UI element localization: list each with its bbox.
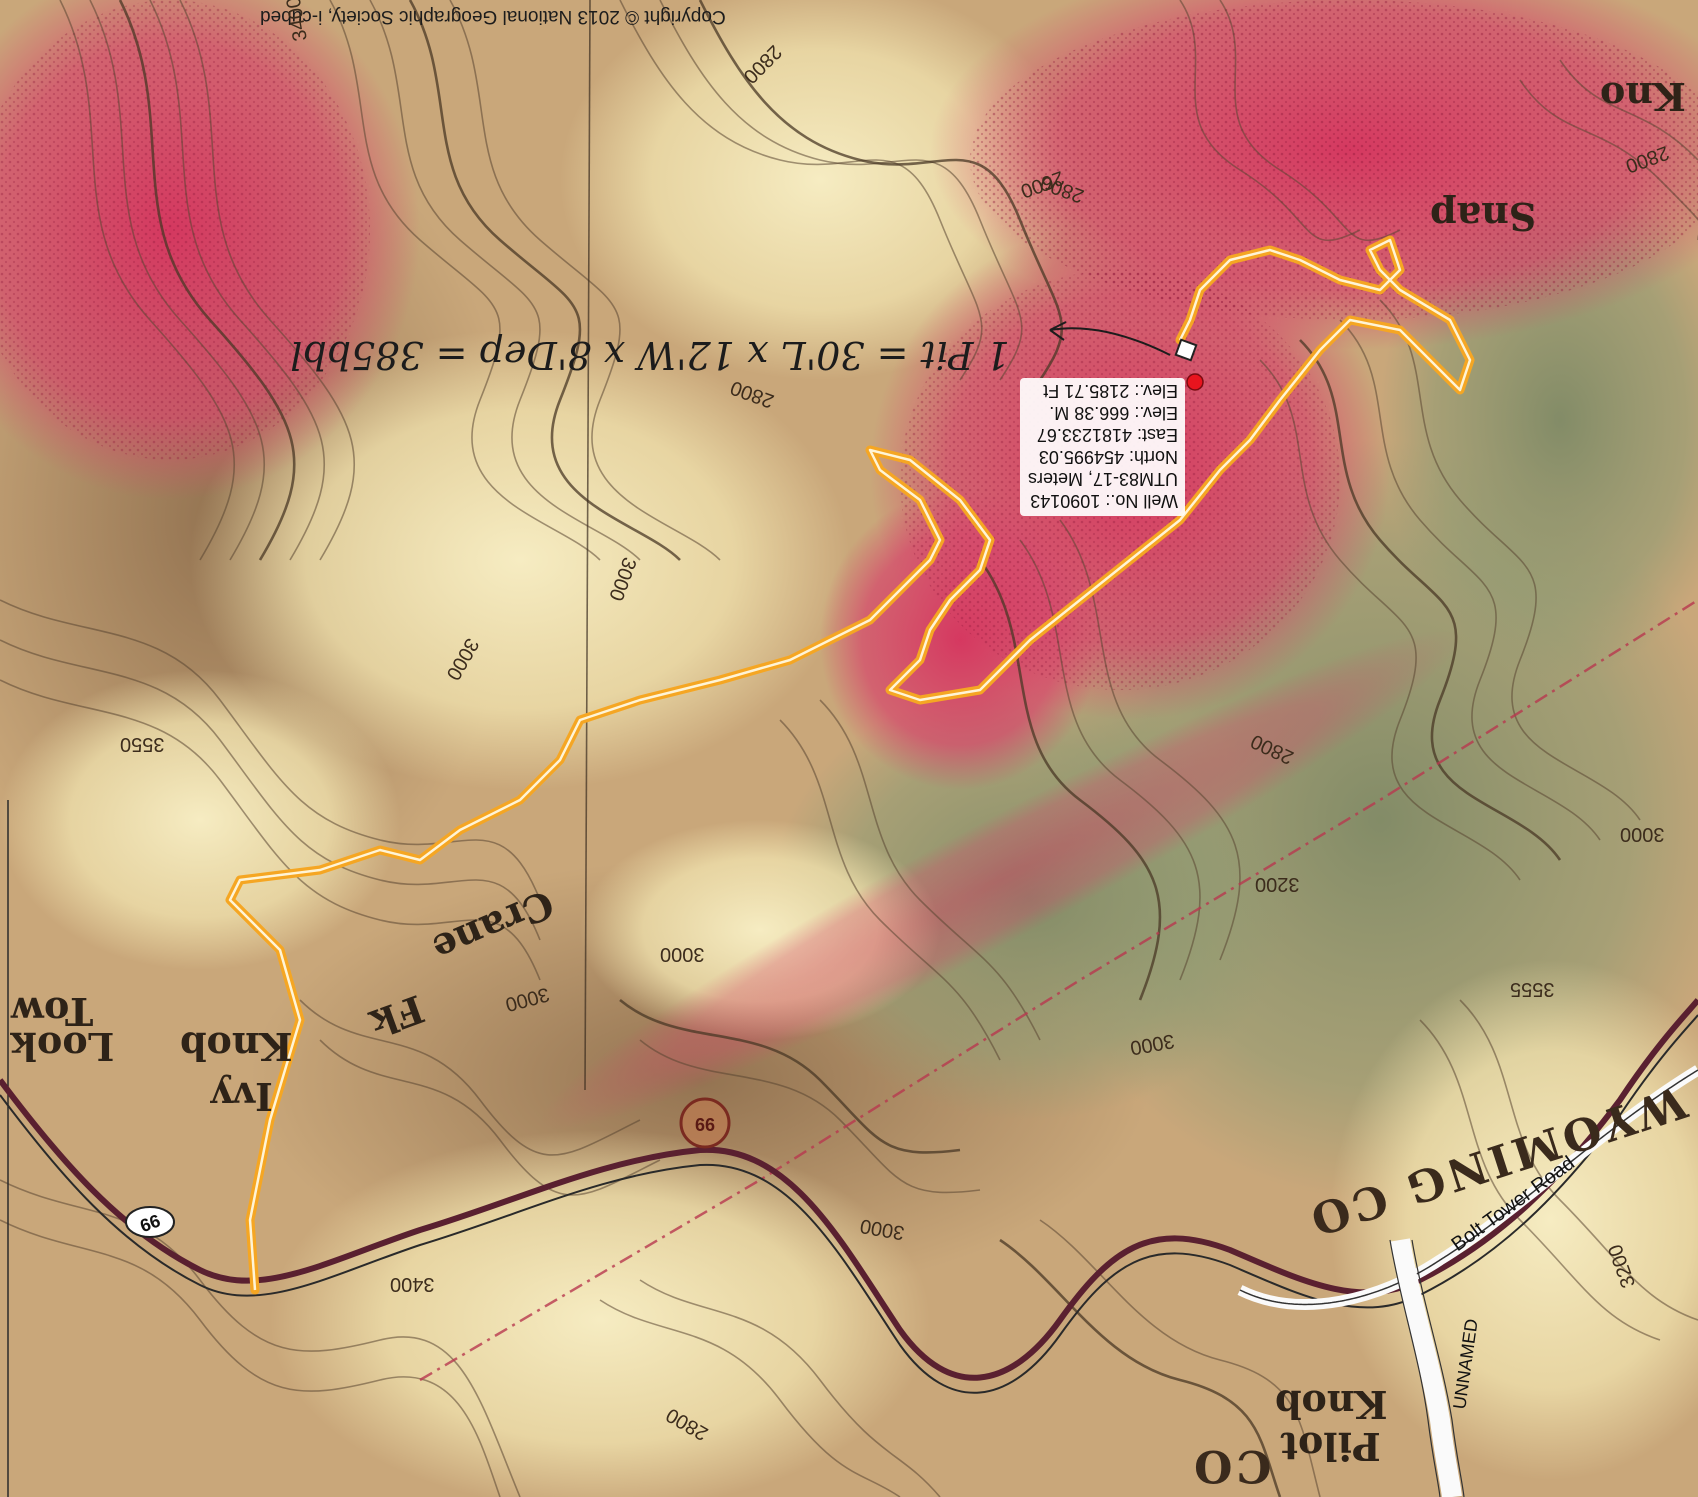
elev-m-text: Elev.: 666.38 M. <box>1049 403 1178 423</box>
ridge-cream-main <box>190 330 850 790</box>
route-99-shield-shape <box>125 1206 175 1238</box>
well-info-box <box>1020 378 1185 516</box>
highway-99-edge <box>0 1014 1698 1394</box>
contour-label: 3000 <box>660 943 705 965</box>
county-boundary <box>419 598 1698 1382</box>
contour-label: 3400 <box>390 1273 435 1295</box>
east-text: East: 4181233.67 <box>1037 425 1178 445</box>
route-99-circle[interactable]: 99 <box>679 1097 731 1149</box>
unnamed-road[interactable] <box>1390 1238 1462 1497</box>
place-ivy: Ivy <box>210 1074 273 1119</box>
contour-label: 3555 <box>1510 978 1555 1000</box>
ridge-cream-sw <box>270 1130 930 1497</box>
highway-99[interactable] <box>0 998 1698 1381</box>
place-tower: Tow <box>10 989 93 1034</box>
contour-label: 3200 <box>1255 873 1300 895</box>
grid-line-vertical <box>584 0 591 1091</box>
note-arrowhead <box>1049 321 1067 341</box>
copyright-text: Copyright © 2013 National Geographic Soc… <box>260 6 726 27</box>
elev-ft-text: Elev.: 2185.71 Ft <box>1043 381 1178 401</box>
place-snap: Snap <box>1430 194 1536 239</box>
forest-stipple-nw <box>0 0 370 460</box>
route-99-circle-shape <box>679 1097 731 1149</box>
place-knob-right: Knob <box>1275 1382 1388 1427</box>
well-number-text: Well No.: 1090143 <box>1030 491 1178 511</box>
north-text: North: 454995.03 <box>1039 447 1178 467</box>
route-99-shield[interactable]: 99 <box>125 1206 175 1238</box>
well-info-label[interactable]: Well No.: 1090143 UTM83-17, Meters North… <box>1020 378 1185 516</box>
access-road-route-core <box>228 238 1472 1291</box>
forest-pink-road <box>540 630 1460 1130</box>
place-knob-left: Knob <box>180 1024 293 1069</box>
unnamed-road-outline <box>1389 1239 1465 1497</box>
contour-label: 3000 <box>1620 823 1665 845</box>
utm-text: UTM83-17, Meters <box>1028 469 1178 489</box>
contour-label: 3550 <box>120 733 165 755</box>
handwritten-note: 1 Pit = 30'L x 12'W x 8'Dep = 385bbl <box>290 333 1010 377</box>
well-marker[interactable] <box>1186 373 1204 391</box>
ridge-cream-west <box>0 670 400 970</box>
forest-stipple-top <box>970 0 1698 320</box>
route-99-circle-label: 99 <box>695 1114 715 1134</box>
place-knob-top: Kno <box>1600 74 1686 119</box>
place-pilot: Pilot <box>1280 1424 1381 1469</box>
pit-marker[interactable] <box>1174 338 1198 362</box>
place-lookout: Look <box>10 1024 114 1069</box>
bolt-tower-road-outline <box>1239 1069 1698 1306</box>
county-fragment: CO <box>1190 1440 1271 1491</box>
note-arrow <box>1049 327 1171 356</box>
